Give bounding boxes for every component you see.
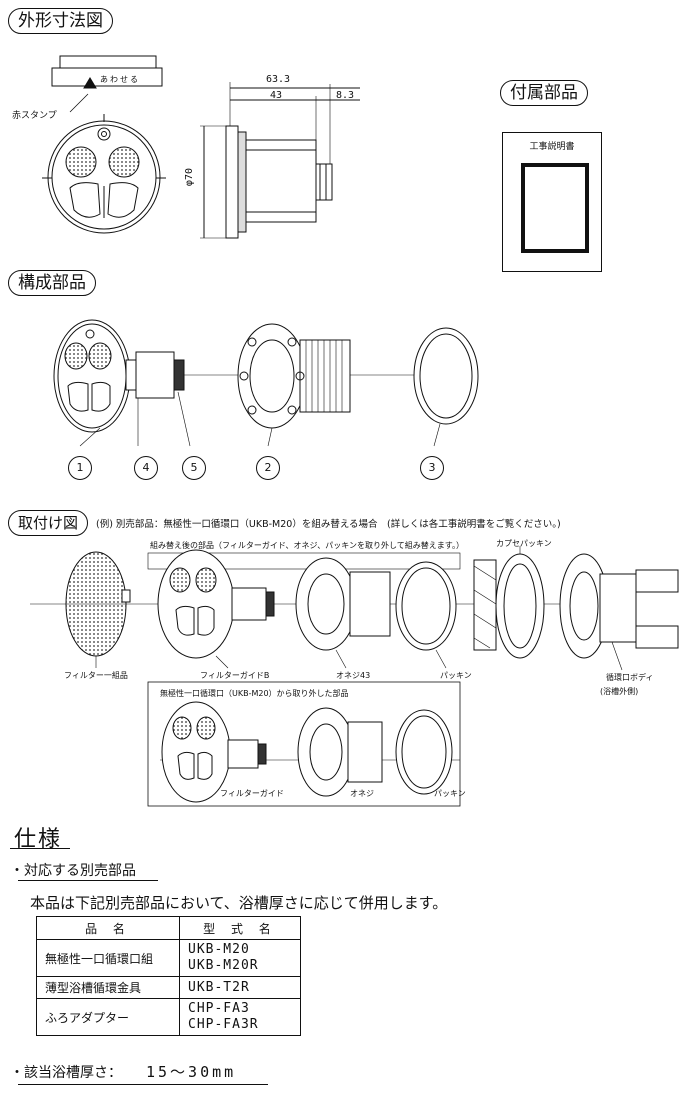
model-code: CHP-FA3 [188, 1001, 250, 1016]
model-code: UKB-M20 [188, 942, 250, 957]
part-number-4: 4 [134, 456, 158, 480]
part-number-2: 2 [256, 456, 280, 480]
section-accessories-heading: 付属部品 [500, 80, 588, 106]
manual-title: 工事説明書 [529, 142, 575, 152]
components-exploded-view [53, 319, 479, 447]
circulation-body-label: 循環口ボディ [606, 673, 654, 682]
dim-pipe-length: 8.3 [336, 90, 355, 101]
filter-guide-b-label: フィルターガイドB [200, 671, 270, 680]
side-section-view [200, 82, 360, 239]
manual-image [521, 163, 589, 253]
thickness-underline [18, 1084, 268, 1085]
installation-example-note: (例) 別売部品：無極性一口循環口（UKB-M20）を組み替える場合 (詳しくは… [96, 519, 561, 530]
packing-label: パッキン [440, 671, 472, 680]
filter-assembly-label: フィルター一組品 [64, 671, 128, 680]
part-number-5: 5 [182, 456, 206, 480]
model-code: UKB-T2R [188, 979, 250, 995]
table-header-row: 品 名 型 式 名 [36, 916, 301, 940]
table-row: 無極性一口循環口組 UKB-M20 UKB-M20R [36, 939, 301, 977]
part-name: 無極性一口循環口組 [36, 939, 180, 977]
model-code: CHP-FA3R [188, 1017, 259, 1032]
reassembled-title: 組み替え後の部品（フィルターガイド、オネジ、パッキンを取り外して組み替えます。） [150, 541, 464, 550]
male-screw-label: オネジ [350, 789, 374, 798]
dim-diameter: φ70 [184, 168, 195, 187]
stamp-label: 赤スタンプ [12, 111, 57, 121]
part-number-3: 3 [420, 456, 444, 480]
table-row: ふろアダプター CHP-FA3 CHP-FA3R [36, 998, 301, 1036]
table-header-model: 型 式 名 [179, 916, 301, 940]
section-components-heading: 構成部品 [8, 270, 96, 296]
thickness-value: 15～30mm [146, 1063, 237, 1081]
dim-total-length: 63.3 [266, 74, 291, 85]
filter-guide-label: フィルターガイド [220, 789, 284, 798]
section-outline-heading: 外形寸法図 [8, 8, 113, 34]
stamp-leader [69, 93, 89, 113]
cap-front-view [42, 114, 166, 234]
spec-title: 仕様 [14, 827, 63, 852]
compatible-parts-table: 品 名 型 式 名 無極性一口循環口組 UKB-M20 UKB-M20R 薄型浴… [36, 916, 301, 1036]
dim-body-length: 43 [270, 90, 283, 101]
spec-title-underline [10, 848, 70, 849]
cap-packing-label: カプセパッキン [496, 539, 552, 548]
cap-side-view [51, 55, 163, 89]
table-row: 薄型浴槽循環金具 UKB-T2R [36, 976, 301, 999]
thickness-label: ・該当浴槽厚さ： [10, 1065, 122, 1081]
tub-outside-label: (浴槽外側) [600, 687, 639, 696]
spec-subheading-underline [18, 880, 158, 881]
table-header-name: 品 名 [36, 916, 180, 940]
part-models: CHP-FA3 CHP-FA3R [179, 998, 301, 1036]
male-screw-43-label: オネジ43 [336, 671, 371, 680]
part-name: 薄型浴槽循環金具 [36, 976, 180, 999]
part-models: UKB-T2R [179, 976, 301, 999]
model-code: UKB-M20R [188, 958, 259, 973]
manual-card: 工事説明書 [502, 132, 602, 272]
packing2-label: パッキン [434, 789, 466, 798]
part-models: UKB-M20 UKB-M20R [179, 939, 301, 977]
removed-parts-title: 無極性一口循環口（UKB-M20）から取り外した部品 [160, 689, 349, 698]
section-installation-heading: 取付け図 [8, 510, 89, 536]
align-mark-label: あわせる [100, 75, 140, 84]
installation-view [30, 546, 679, 671]
removed-parts-view [147, 681, 461, 807]
part-name: ふろアダプター [36, 998, 180, 1036]
spec-description: 本品は下記別売部品において、浴槽厚さに応じて併用します。 [30, 894, 448, 912]
spec-subheading: ・対応する別売部品 [10, 863, 136, 879]
part-number-1: 1 [68, 456, 92, 480]
